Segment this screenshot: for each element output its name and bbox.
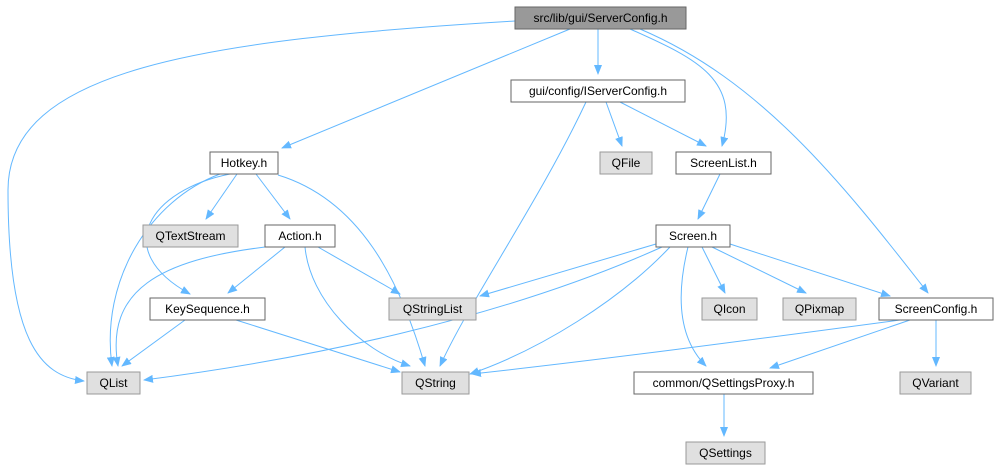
node-qsettingsproxy[interactable]: common/QSettingsProxy.h: [633, 371, 814, 395]
node-qstringlist: QStringList: [388, 297, 477, 321]
node-screen-config[interactable]: ScreenConfig.h: [878, 297, 994, 321]
node-label: common/QSettingsProxy.h: [653, 376, 795, 390]
edge-server-config-to-qlist: [7, 20, 516, 384]
node-label: KeySequence.h: [165, 302, 250, 316]
edge-screen-to-qsettingsproxy: [680, 246, 707, 367]
node-label: ScreenConfig.h: [895, 302, 978, 316]
edge-screen-config-to-qsettingsproxy: [769, 319, 911, 369]
node-hotkey[interactable]: Hotkey.h: [209, 151, 279, 175]
node-label: QTextStream: [155, 229, 225, 243]
edges-layer: [7, 20, 940, 437]
node-server-config[interactable]: src/lib/gui/ServerConfig.h: [514, 6, 687, 30]
node-label: QStringList: [403, 302, 463, 316]
edge-screen-to-qicon: [701, 246, 726, 294]
node-label: QSettings: [699, 446, 752, 460]
node-qvariant: QVariant: [899, 371, 972, 395]
node-qsettings: QSettings: [685, 441, 766, 465]
node-qtextstream: QTextStream: [142, 224, 239, 248]
node-label: QList: [99, 376, 128, 390]
node-qicon: QIcon: [701, 297, 758, 321]
node-label: Screen.h: [669, 229, 717, 243]
edge-screen-config-to-qstring: [471, 319, 901, 377]
edge-screen-to-qstringlist: [479, 243, 657, 298]
node-label: QPixmap: [795, 302, 845, 316]
node-box: [685, 441, 766, 465]
node-label: QIcon: [713, 302, 745, 316]
edge-server-config-to-screen-list: [629, 28, 729, 147]
node-box: [633, 371, 814, 395]
node-label: QString: [415, 376, 456, 390]
node-box: [142, 224, 239, 248]
node-box: [209, 151, 279, 175]
edge-screen-list-to-screen: [697, 173, 721, 220]
edge-iserver-config-to-screen-list: [619, 101, 707, 147]
node-label: QFile: [612, 156, 641, 170]
node-qstring: QString: [401, 371, 470, 395]
edge-action-to-qstring: [304, 246, 411, 368]
node-box: [514, 6, 687, 30]
node-box: [675, 151, 772, 175]
node-label: src/lib/gui/ServerConfig.h: [533, 11, 667, 25]
edge-action-to-keysequence: [227, 246, 286, 294]
edge-screen-to-qlist: [143, 246, 663, 383]
node-box: [655, 224, 731, 248]
node-box: [510, 79, 686, 103]
edge-action-to-qlist: [112, 246, 266, 367]
node-screen[interactable]: Screen.h: [655, 224, 731, 248]
edge-hotkey-to-qstring: [277, 174, 427, 367]
node-box: [149, 297, 266, 321]
node-box: [899, 371, 972, 395]
nodes-layer: src/lib/gui/ServerConfig.h gui/config/ISe…: [86, 6, 994, 465]
edge-hotkey-to-keysequence: [145, 173, 231, 295]
node-qlist: QList: [86, 371, 141, 395]
edge-server-config-to-screen-config: [639, 28, 929, 294]
edge-action-to-qstringlist: [317, 246, 401, 295]
edge-iserver-config-to-qstring: [439, 101, 587, 367]
node-box: [264, 224, 336, 248]
node-label: Action.h: [278, 229, 321, 243]
node-label: QVariant: [912, 376, 959, 390]
edge-iserver-config-to-qfile: [605, 101, 623, 147]
edge-hotkey-to-action: [255, 173, 291, 220]
node-box: [782, 297, 857, 321]
node-label: Hotkey.h: [221, 156, 267, 170]
edge-hotkey-to-qtextstream: [205, 173, 238, 220]
node-box: [878, 297, 994, 321]
node-box: [701, 297, 758, 321]
edge-server-config-to-hotkey: [281, 28, 571, 149]
node-keysequence[interactable]: KeySequence.h: [149, 297, 266, 321]
node-qfile: QFile: [599, 151, 653, 175]
edge-screen-to-qstring: [469, 246, 671, 375]
node-label: gui/config/IServerConfig.h: [529, 84, 667, 98]
node-qpixmap: QPixmap: [782, 297, 857, 321]
edge-screen-to-qpixmap: [711, 246, 807, 294]
edge-keysequence-to-qlist: [121, 319, 186, 367]
edge-screen-to-screen-config: [729, 243, 891, 298]
node-box: [401, 371, 470, 395]
node-screen-list[interactable]: ScreenList.h: [675, 151, 772, 175]
edge-keysequence-to-qstring: [235, 319, 401, 374]
node-label: ScreenList.h: [690, 156, 757, 170]
node-iserver-config[interactable]: gui/config/IServerConfig.h: [510, 79, 686, 103]
node-box: [388, 297, 477, 321]
node-box: [599, 151, 653, 175]
node-box: [86, 371, 141, 395]
edge-hotkey-to-qlist: [106, 173, 221, 367]
node-action[interactable]: Action.h: [264, 224, 336, 248]
